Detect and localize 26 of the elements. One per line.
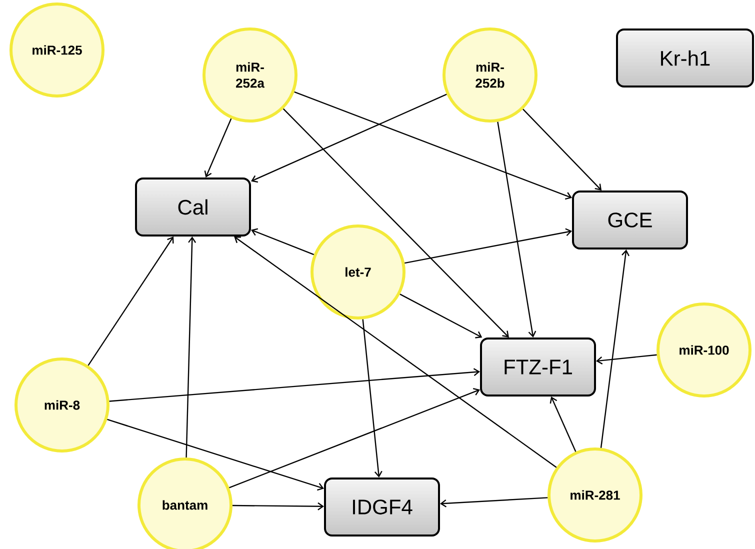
arrow — [522, 108, 602, 190]
arrow — [88, 236, 174, 366]
arrow — [550, 396, 576, 452]
arrow — [362, 319, 382, 478]
arrow — [600, 250, 630, 448]
gene-box: IDGF4 — [324, 478, 440, 536]
arrow — [404, 228, 572, 264]
gene-box: GCE — [572, 190, 688, 250]
arrow — [251, 228, 314, 256]
arrow — [229, 388, 480, 488]
gene-box: Cal — [135, 178, 251, 236]
arrow — [400, 294, 482, 338]
arrow — [204, 118, 232, 178]
arrow — [596, 354, 657, 364]
arrow — [186, 236, 196, 458]
arrow — [294, 91, 572, 200]
gene-box: Kr-h1 — [616, 28, 754, 88]
arrow — [109, 368, 480, 402]
arrow — [107, 418, 324, 491]
arrow — [497, 122, 536, 338]
gene-box: FTZ-F1 — [480, 338, 596, 396]
arrow — [440, 497, 548, 508]
arrow — [282, 108, 509, 338]
arrow — [251, 94, 447, 183]
arrow — [232, 502, 324, 510]
arrow — [234, 236, 557, 468]
